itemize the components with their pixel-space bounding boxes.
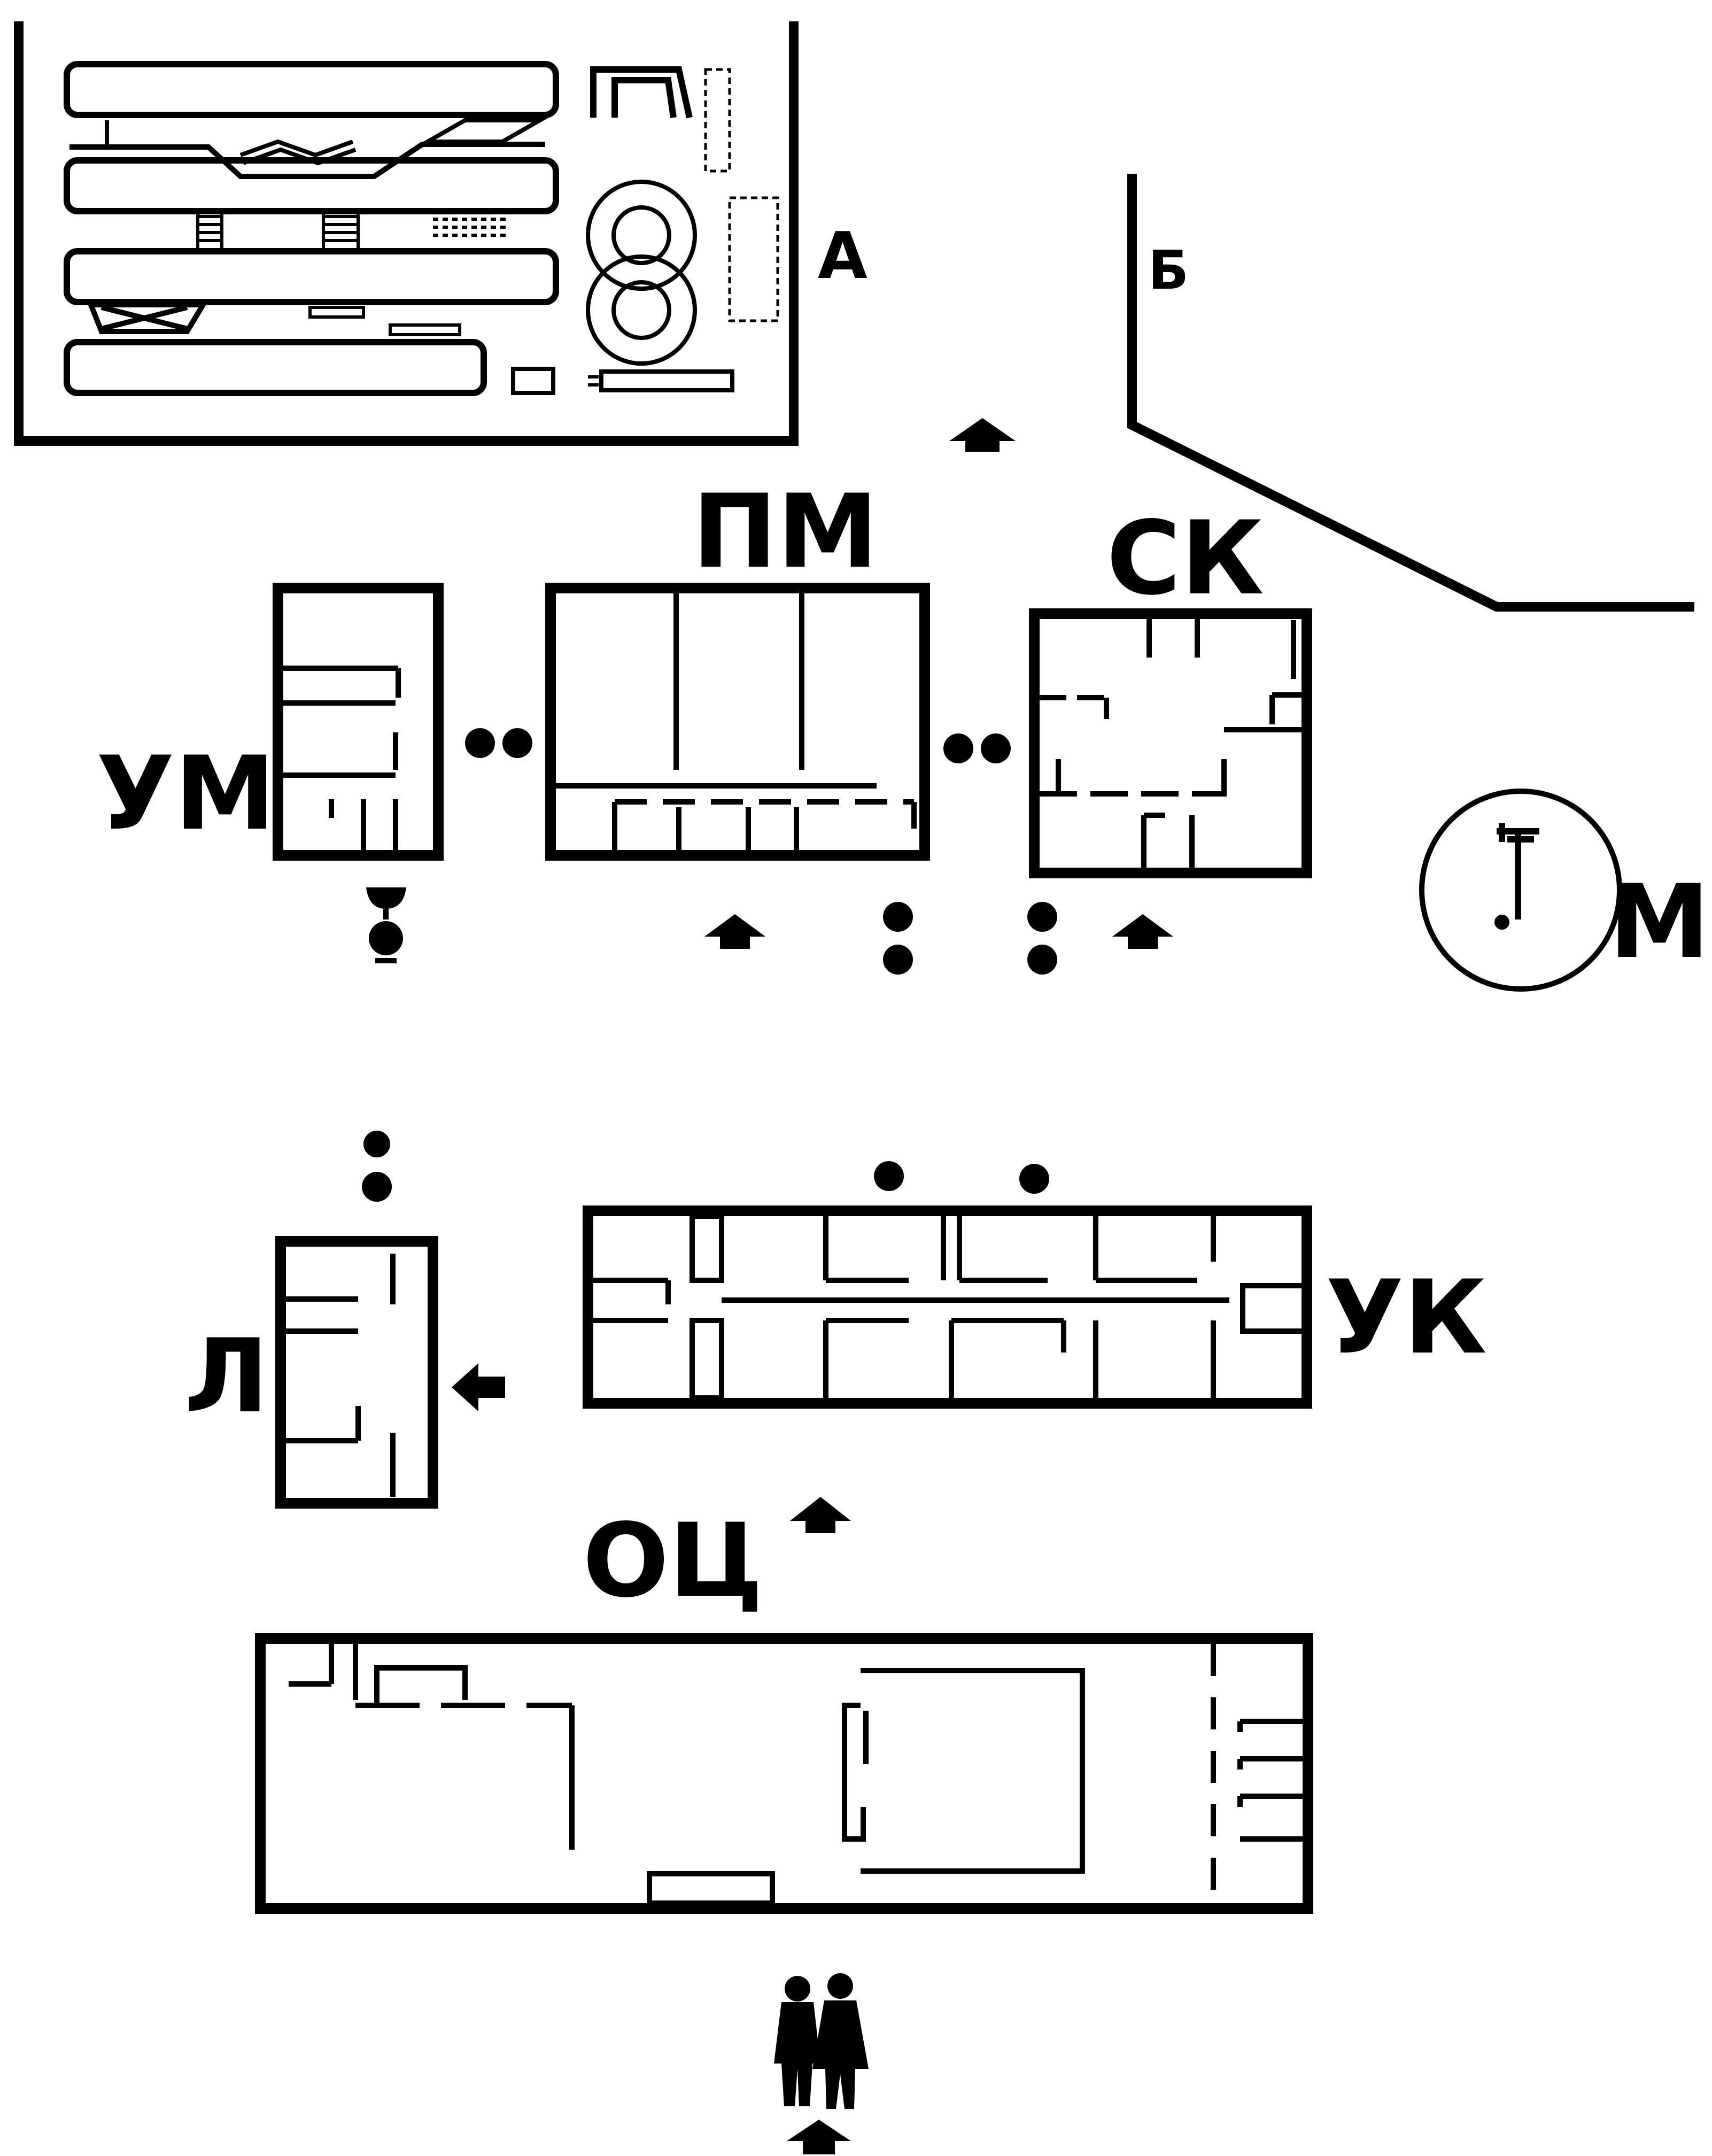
label-pm: ПМ [692,473,878,591]
track-curve-2 [239,139,354,158]
label-sk: СК [1106,499,1264,617]
building-sk [1029,608,1312,878]
building-l [275,1236,438,1509]
arrow-up-icon [787,2120,851,2154]
arrow-icons [452,418,1173,2154]
small-box [511,367,555,395]
arrow-up-icon [704,914,765,949]
label-uk: УК [1326,1258,1487,1377]
building-uk [583,1205,1312,1409]
building-oc [255,1633,1313,1914]
sink-icon [366,887,406,963]
zone-a-boundary [14,21,799,446]
zone-b-boundary [1127,174,1694,612]
dashed-box-2 [728,196,779,322]
lamp-icon [1494,823,1539,930]
grid-marks [433,218,508,237]
arrow-up-icon [790,1497,851,1533]
track-curve [69,142,545,179]
building-um [273,583,444,861]
zone-m [1419,789,1622,992]
platform-1 [64,61,559,118]
ladder-1 [196,211,223,249]
figure-eight-track [586,180,697,366]
dashed-box-1 [704,68,731,173]
bench-2 [389,323,461,336]
track-curve-3 [242,147,357,166]
label-a: А [818,219,867,293]
zone-a [14,21,799,446]
cart [87,302,208,334]
ladder-2 [322,211,360,249]
platform-2 [64,157,559,214]
label-um: УМ [96,735,276,853]
label-l: Л [184,1317,269,1435]
ramp [419,118,548,144]
long-bench [599,369,734,392]
bench-1 [308,306,365,319]
arrow-left-icon [452,1363,505,1411]
dots-icon [362,728,1057,1202]
label-m: М [1609,863,1710,981]
people-icon [774,1973,869,2109]
building-pm [545,583,930,861]
label-b: Б [1148,239,1189,302]
arrow-up-icon [1112,914,1173,949]
arrow-up-icon [949,418,1016,452]
platform-3 [64,248,559,305]
label-oc: ОЦ [583,1502,763,1620]
platform-4 [64,339,487,396]
gate [590,66,693,119]
